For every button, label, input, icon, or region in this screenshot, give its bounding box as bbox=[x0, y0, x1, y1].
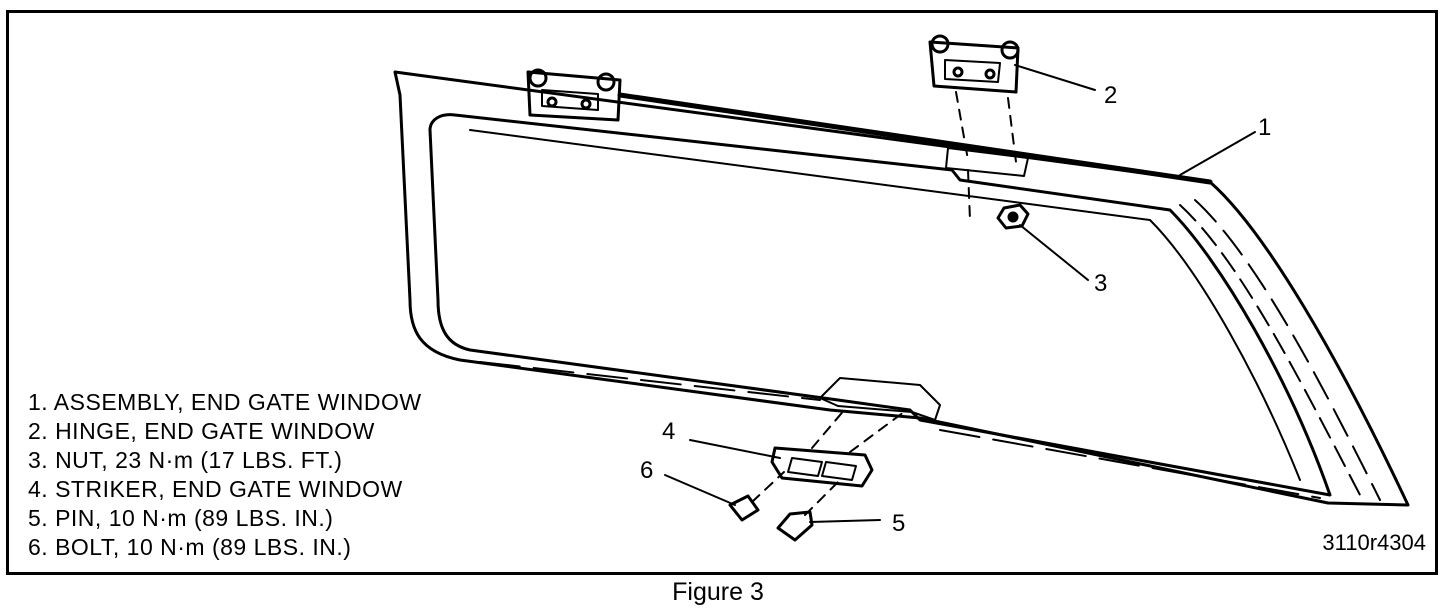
latch-housing bbox=[819, 377, 941, 421]
window-glass-inner bbox=[428, 113, 1332, 497]
legend-item: 3. NUT, 23 N·m (17 LBS. FT.) bbox=[28, 447, 343, 473]
leader-5 bbox=[809, 519, 881, 523]
legend-item: 6. BOLT, 10 N·m (89 LBS. IN.) bbox=[28, 534, 352, 560]
callout-5: 5 bbox=[892, 510, 906, 537]
window-glass-inner-line bbox=[469, 129, 1301, 481]
legend-item: 4. STRIKER, END GATE WINDOW bbox=[28, 476, 403, 502]
callout-4: 4 bbox=[662, 418, 676, 445]
window-assembly bbox=[393, 70, 1410, 507]
top-edge-highlight bbox=[617, 92, 1213, 185]
callout-6: 6 bbox=[640, 457, 654, 484]
figure-caption: Figure 3 bbox=[672, 578, 764, 606]
legend-item: 1. ASSEMBLY, END GATE WINDOW bbox=[28, 389, 422, 415]
nut bbox=[996, 203, 1030, 230]
window-edge-detail-2 bbox=[1194, 199, 1381, 501]
leader-4 bbox=[689, 439, 781, 459]
callout-3: 3 bbox=[1094, 270, 1108, 297]
striker bbox=[770, 407, 905, 488]
pin bbox=[776, 479, 841, 542]
reference-code: 3110r4304 bbox=[1322, 530, 1426, 555]
left-hinge bbox=[526, 68, 622, 122]
window-edge-detail-1 bbox=[1179, 204, 1361, 496]
hinge-exploded bbox=[928, 34, 1029, 221]
bolt bbox=[728, 471, 785, 522]
legend-item: 2. HINGE, END GATE WINDOW bbox=[28, 418, 375, 444]
callout-1: 1 bbox=[1258, 114, 1272, 141]
callout-2: 2 bbox=[1104, 82, 1118, 109]
leader-lines bbox=[664, 64, 1256, 523]
window-frame-outer bbox=[393, 70, 1410, 507]
leader-1 bbox=[1179, 131, 1256, 176]
window-bottom-detail bbox=[479, 361, 821, 401]
parts-legend: 1. ASSEMBLY, END GATE WINDOW 2. HINGE, E… bbox=[28, 388, 422, 562]
figure-frame bbox=[6, 10, 1438, 575]
legend-item: 5. PIN, 10 N·m (89 LBS. IN.) bbox=[28, 505, 334, 531]
window-bottom-detail-right bbox=[939, 429, 1321, 499]
leader-6 bbox=[664, 474, 736, 506]
leader-2 bbox=[1014, 64, 1096, 91]
leader-3 bbox=[1019, 224, 1089, 281]
